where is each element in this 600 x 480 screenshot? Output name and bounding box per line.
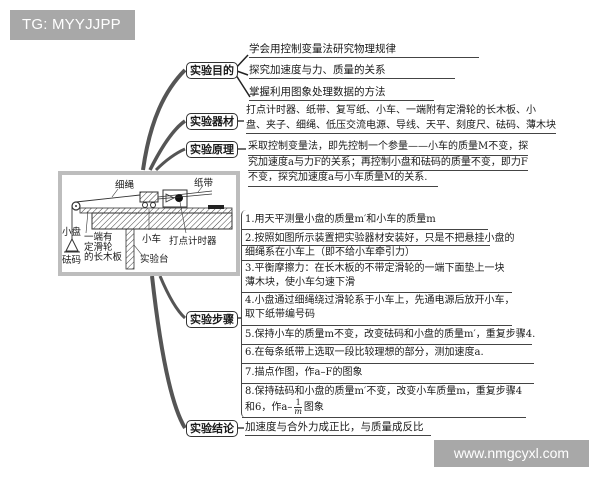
purpose-item-3: 掌握利用图象处理数据的方法 <box>249 85 434 101</box>
step-2-line-2: 细绳系在小车上（即不给小车牵引力） <box>245 247 415 258</box>
step-1: 1.用天平测量小盘的质量m′和小车的质量m <box>245 213 436 227</box>
apparatus-diagram: 细绳 纸带 小盘 一端有 定滑轮 的长木板 砝码 小车 打点计时器 实验台 <box>58 171 240 276</box>
step-6: 6.在每条纸带上选取一段比较理想的部分，测加速度a. <box>245 346 484 360</box>
principle-line-3: 不变，探究加速度a与小车质量M的关系. <box>248 171 438 187</box>
step-divider <box>242 292 512 293</box>
step-divider <box>242 383 534 384</box>
step-5: 5.保持小车的质量m不变，改变砝码和小盘的质量m′，重复步骤4. <box>245 328 535 342</box>
step-8-suffix: 图象 <box>303 402 324 413</box>
step-8-prefix: 和6，作a– <box>245 402 293 413</box>
label-board-1: 一端有 <box>84 232 113 243</box>
step-2: 2.按照如图所示装置把实验器材安装好，只是不把悬挂小盘的 细绳系在小车上（即不给… <box>245 232 515 260</box>
label-cart: 小车 <box>142 234 162 245</box>
principle-line-1: 采取控制变量法，即先控制一个参量——小车的质量M不变，探 <box>248 140 529 156</box>
node-steps: 实验步骤 <box>186 311 238 328</box>
principle-text: 采取控制变量法，即先控制一个参量——小车的质量M不变，探 究加速度a与力F的关系… <box>248 140 529 187</box>
step-3-line-2: 薄木块，使小车匀速下滑 <box>245 277 355 288</box>
step-divider <box>242 344 532 345</box>
watermark-top: TG: MYYJJPP <box>10 10 135 40</box>
step-6-line-1: 6.在每条纸带上选取一段比较理想的部分，测加速度a. <box>245 347 484 358</box>
label-tape: 纸带 <box>194 178 214 189</box>
label-tray: 小盘 <box>62 227 82 238</box>
label-board-3: 的长木板 <box>84 252 123 263</box>
step-5-line-1: 5.保持小车的质量m不变，改变砝码和小盘的质量m′，重复步骤4. <box>245 329 536 340</box>
steps-list: 1.用天平测量小盘的质量m′和小车的质量m 2.按照如图所示装置把实验器材安装好… <box>241 210 535 418</box>
equipment-line-1: 打点计时器、纸带、复写纸、小车、一端附有定滑轮的长木板、小 <box>246 105 536 116</box>
fraction-numerator: 1 <box>294 398 302 408</box>
step-4: 4.小盘通过细绳绕过滑轮系于小车上，先通电源后放开小车， 取下纸带编号码 <box>245 294 515 322</box>
step-divider <box>242 363 534 364</box>
label-timer: 打点计时器 <box>169 236 217 247</box>
label-rope: 细绳 <box>115 180 135 191</box>
node-equipment: 实验器材 <box>186 113 238 130</box>
node-purpose: 实验目的 <box>186 62 238 79</box>
step-divider <box>242 260 422 261</box>
step-8-line-1: 8.保持砝码和小盘的质量m′不变，改变小车质量m，重复步骤4 <box>245 386 523 397</box>
purpose-item-2: 探究加速度与力、质量的关系 <box>249 63 455 79</box>
purpose-item-1: 学会用控制变量法研究物理规律 <box>249 42 479 58</box>
fraction-denominator: m <box>294 407 302 416</box>
equipment-text: 打点计时器、纸带、复写纸、小车、一端附有定滑轮的长木板、小 盘、夹子、细绳、低压… <box>246 104 556 134</box>
node-principle: 实验原理 <box>186 141 238 158</box>
step-1-line-1: 1.用天平测量小盘的质量m′和小车的质量m <box>245 214 436 225</box>
step-3: 3.平衡摩擦力：在长木板的不带定滑轮的一端下面垫上一块 薄木块，使小车匀速下滑 <box>245 262 505 290</box>
conclusion-text: 加速度与合外力成正比，与质量成反比 <box>245 420 431 436</box>
step-4-line-1: 4.小盘通过细绳绕过滑轮系于小车上，先通电源后放开小车， <box>245 295 515 306</box>
label-weights: 砝码 <box>62 255 82 266</box>
label-board-2: 定滑轮 <box>84 242 113 253</box>
step-3-line-1: 3.平衡摩擦力：在长木板的不带定滑轮的一端下面垫上一块 <box>245 263 505 274</box>
step-divider <box>242 229 488 230</box>
step-2-line-1: 2.按照如图所示装置把实验器材安装好，只是不把悬挂小盘的 <box>245 233 515 244</box>
equipment-line-2: 盘、夹子、细绳、低压交流电源、导线、天平、刻度尺、砝码、薄木块 <box>246 119 556 134</box>
principle-line-2: 究加速度a与力F的关系；再控制小盘和砝码的质量不变，即力F <box>248 156 529 171</box>
watermark-bottom: www.nmgcyxl.com <box>434 440 589 467</box>
step-7-line-1: 7.描点作图，作a–F的图象 <box>245 367 363 378</box>
label-table: 实验台 <box>140 254 169 265</box>
step-divider <box>242 417 526 418</box>
step-7: 7.描点作图，作a–F的图象 <box>245 366 362 380</box>
step-4-line-2: 取下纸带编号码 <box>245 309 315 320</box>
node-conclusion: 实验结论 <box>186 420 238 437</box>
step-divider <box>242 325 512 326</box>
step-divider <box>242 245 490 246</box>
apparatus-drawing <box>64 186 233 270</box>
